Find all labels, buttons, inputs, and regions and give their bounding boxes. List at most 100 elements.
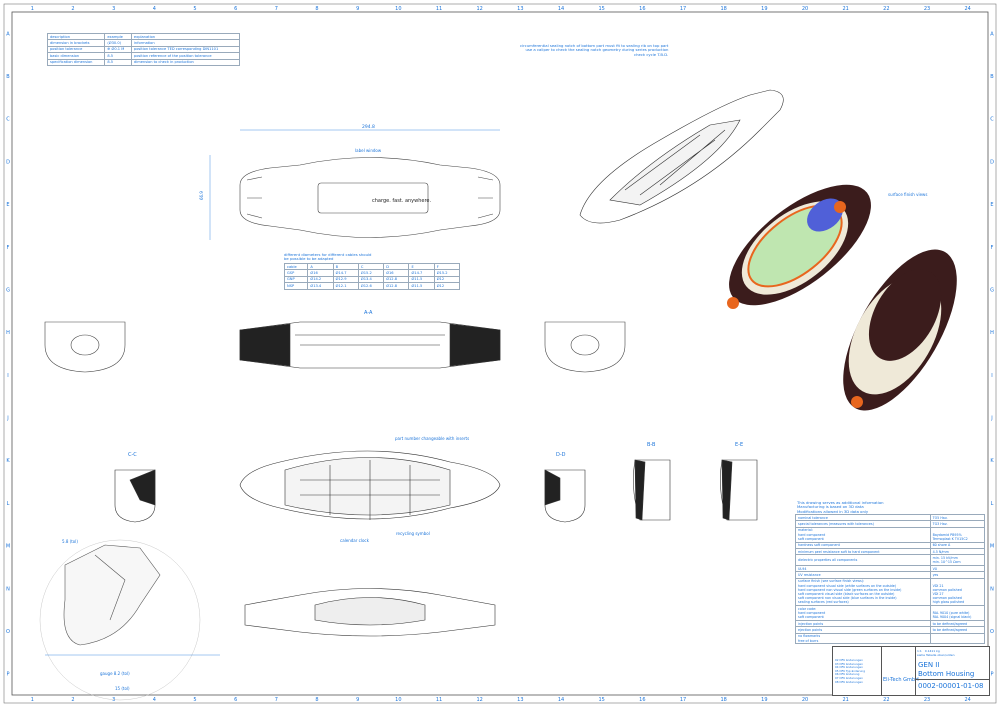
isometric-wireframe-view — [579, 89, 784, 224]
grid-column-label: 17 — [680, 697, 686, 703]
grid-column-label: 16 — [639, 6, 645, 12]
table-row: surface finish (see surface finish views… — [795, 577, 986, 607]
grid-row-label: O — [6, 629, 10, 635]
table-cell: GSP — [283, 269, 309, 277]
side-view — [244, 588, 496, 637]
table-cell: 8.5 — [104, 58, 132, 66]
revision-entry: 03 DFK änderungen — [835, 661, 863, 666]
table-cell: Ø12.8 — [383, 282, 410, 290]
grid-column-label: 18 — [720, 697, 726, 703]
sealing-notch-note: circumferential sealing notch of bottom … — [520, 43, 669, 57]
grid-column-label: 12 — [476, 6, 482, 12]
recycling-symbol-callout: recycling symbol — [396, 531, 430, 536]
grid-column-label: 8 — [315, 6, 318, 12]
grid-column-label: 9 — [356, 697, 359, 703]
grid-column-label: 21 — [842, 697, 848, 703]
table-cell: color code: hard component soft componen… — [795, 605, 931, 621]
drawing-frame — [3, 3, 997, 704]
revision-entry: 07 DFK änderungen — [835, 675, 863, 680]
grid-column-label: 4 — [153, 6, 156, 12]
grid-column-label: 6 — [234, 697, 237, 703]
table-cell: 4.5 N/mm — [929, 547, 986, 556]
table-cell: Ø12.6 — [357, 282, 385, 290]
grid-row-label: I — [991, 373, 992, 379]
grid-column-label: 15 — [598, 697, 604, 703]
grid-labels: 1122334455667788991010111112121313141415… — [6, 6, 995, 703]
table-cell: Baydamid PB95% Termoplast K TV15C2 — [929, 526, 986, 543]
table-row: no flowmarks free of burrs — [795, 632, 986, 645]
calendar-clock-callout: calendar clock — [340, 538, 370, 543]
grid-column-label: 7 — [275, 6, 278, 12]
table-cell: F — [433, 262, 461, 271]
table-cell: special tolerances (measures with tolera… — [795, 520, 931, 528]
grid-column-label: 22 — [883, 6, 889, 12]
grid-row-label: K — [6, 458, 10, 464]
grid-column-label: 7 — [275, 697, 278, 703]
grid-column-label: 24 — [964, 697, 970, 703]
table-cell: specification dimension — [46, 58, 106, 66]
table-cell: RAL 9010 (pure white) RAL 9004 (signal b… — [929, 605, 986, 621]
grid-row-label: B — [6, 74, 10, 80]
grid-column-label: 5 — [193, 697, 196, 703]
cable-table-caption: different diameters for different cables… — [284, 252, 372, 262]
grid-column-label: 23 — [924, 6, 930, 12]
grid-row-label: M — [6, 544, 10, 550]
section-views — [114, 459, 758, 523]
grid-row-label: O — [990, 629, 994, 635]
table-cell: yes — [929, 571, 986, 579]
grid-row-label: D — [990, 159, 994, 165]
scale: 1:1 — [917, 649, 922, 653]
drawing-number: 0002-00001-01-08 — [918, 682, 984, 690]
grid-column-label: 3 — [112, 697, 115, 703]
section-b-b-label: B-B — [647, 442, 656, 448]
dim-15: 15 (tol) — [115, 686, 130, 691]
grid-column-label: 5 — [193, 6, 196, 12]
grid-column-label: 10 — [395, 697, 401, 703]
surface-finish-render-outside — [843, 249, 957, 411]
grid-column-label: 12 — [476, 697, 482, 703]
grid-column-label: 20 — [802, 6, 808, 12]
grid-column-label: 1 — [31, 6, 34, 12]
grid-row-label: N — [6, 586, 10, 592]
grid-row-label: E — [990, 202, 993, 208]
grid-row-label: G — [990, 287, 994, 293]
designation-2: Bottom Housing — [918, 670, 975, 678]
grid-row-label: H — [6, 330, 10, 336]
bottom-view — [239, 450, 501, 520]
grid-column-label: 11 — [436, 697, 442, 703]
table-cell: Ø12 — [433, 282, 461, 290]
grid-column-label: 17 — [680, 6, 686, 12]
section-e-e-label: E-E — [735, 442, 743, 448]
grid-row-label: D — [6, 159, 10, 165]
grid-column-label: 2 — [71, 6, 74, 12]
grid-column-label: 15 — [598, 6, 604, 12]
grid-column-label: 10 — [395, 6, 401, 12]
grid-row-label: P — [990, 672, 993, 678]
grid-column-label: 21 — [842, 6, 848, 12]
grid-row-label: N — [990, 586, 994, 592]
grid-row-label: J — [990, 416, 992, 422]
table-row: color code: hard component soft componen… — [795, 605, 986, 621]
grid-row-label: A — [990, 31, 994, 37]
revision-entry: 06 DFK änderung — [835, 672, 860, 677]
table-cell: VDI 21 common polished VDI 27 common pol… — [929, 577, 986, 607]
grid-row-label: H — [990, 330, 994, 336]
grid-column-label: 24 — [964, 6, 970, 12]
grid-row-label: E — [6, 202, 9, 208]
grid-column-label: 22 — [883, 697, 889, 703]
grid-row-label: L — [991, 501, 994, 507]
table-cell: cable — [283, 262, 309, 271]
table-row: minimum peel resistance soft to hard com… — [795, 547, 986, 556]
part-number-callout: part number changeable with inserts — [395, 436, 469, 441]
table-cell: Ø11.5 — [408, 282, 435, 290]
grid-column-label: 13 — [517, 6, 523, 12]
grid-column-label: 13 — [517, 697, 523, 703]
